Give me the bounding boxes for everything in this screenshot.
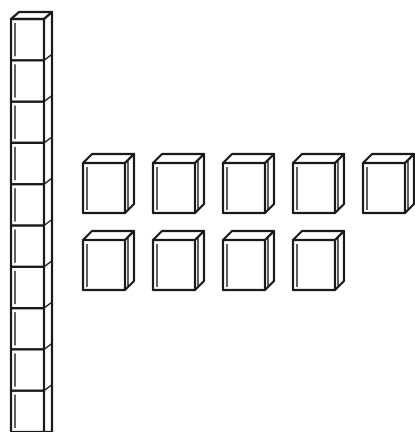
unit-cube bbox=[153, 231, 204, 290]
rod-unit-cube bbox=[11, 302, 52, 349]
rod-unit-cube bbox=[11, 137, 52, 184]
rod-unit-cube bbox=[11, 178, 52, 225]
unit-cube bbox=[223, 154, 274, 213]
unit-cube bbox=[363, 154, 414, 213]
unit-cube bbox=[83, 231, 134, 290]
rod-unit-cube bbox=[11, 96, 52, 143]
unit-cubes-group bbox=[83, 154, 414, 290]
rod-unit-cube bbox=[11, 385, 52, 432]
rod-unit-cube bbox=[11, 19, 44, 60]
unit-cube bbox=[83, 154, 134, 213]
rod-unit-cube bbox=[11, 54, 52, 101]
unit-cube bbox=[223, 231, 274, 290]
tens-rod bbox=[11, 12, 52, 432]
unit-cube bbox=[293, 231, 344, 290]
rod-unit-cube bbox=[11, 261, 52, 308]
rod-unit-cube bbox=[11, 343, 52, 390]
rod-unit-cube bbox=[11, 220, 52, 267]
unit-cube bbox=[153, 154, 204, 213]
unit-cube bbox=[293, 154, 344, 213]
